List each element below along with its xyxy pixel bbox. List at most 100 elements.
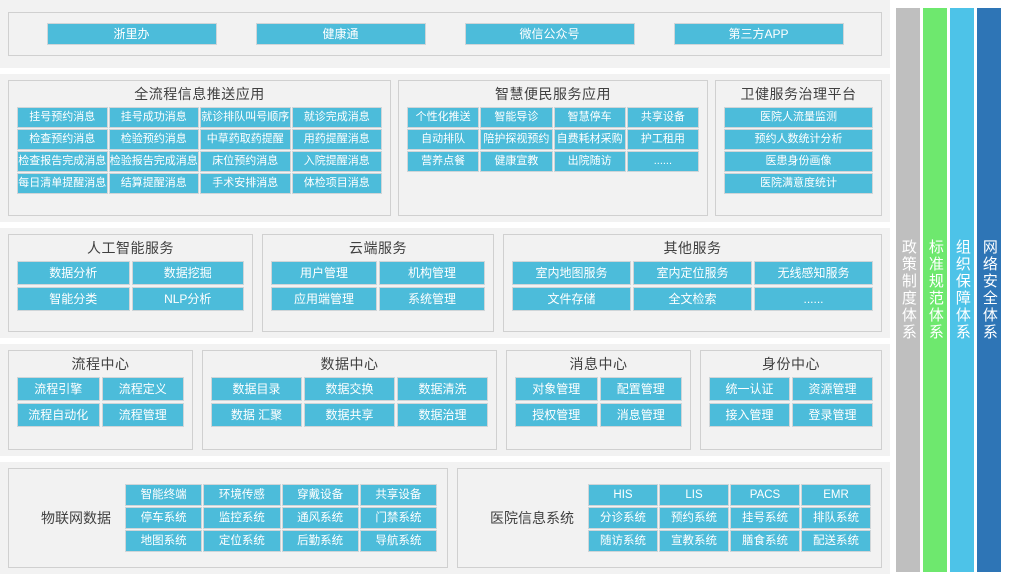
channel-chip[interactable]: 健康通 <box>255 23 426 45</box>
app-chip[interactable]: 体检项目消息 <box>291 173 382 195</box>
his-chip[interactable]: 排队系统 <box>801 507 871 529</box>
center-chip[interactable]: 对象管理 <box>515 377 598 402</box>
center-chip[interactable]: 流程引擎 <box>17 377 100 402</box>
app-chip[interactable]: 手术安排消息 <box>200 173 291 195</box>
iot-chip[interactable]: 导航系统 <box>359 530 437 552</box>
center-chip[interactable]: 数据清洗 <box>397 377 488 402</box>
iot-chip[interactable]: 环境传感 <box>203 484 281 506</box>
iot-chip[interactable]: 智能终端 <box>125 484 203 506</box>
his-chip[interactable]: EMR <box>801 484 871 506</box>
app-chip[interactable]: 共享设备 <box>626 107 699 129</box>
service-chip[interactable]: 室内地图服务 <box>512 261 631 286</box>
service-chip[interactable]: 智能分类 <box>17 287 130 312</box>
app-chip[interactable]: 每日清单提醒消息 <box>17 173 108 195</box>
his-chip[interactable]: 预约系统 <box>659 507 729 529</box>
his-chip[interactable]: 宣教系统 <box>659 530 729 552</box>
bar-network-security-system: 网络安全体系 <box>977 8 1001 572</box>
service-chip[interactable]: 数据挖掘 <box>131 261 244 286</box>
app-chip[interactable]: ...... <box>626 151 699 173</box>
iot-chip[interactable]: 定位系统 <box>203 530 281 552</box>
center-chip[interactable]: 接入管理 <box>709 403 790 428</box>
channel-chip[interactable]: 微信公众号 <box>464 23 635 45</box>
iot-chip[interactable]: 停车系统 <box>125 507 203 529</box>
his-chip[interactable]: 挂号系统 <box>730 507 800 529</box>
iot-chip[interactable]: 门禁系统 <box>359 507 437 529</box>
service-chip[interactable]: 应用端管理 <box>271 287 377 312</box>
iot-chip[interactable]: 后勤系统 <box>281 530 359 552</box>
service-chip[interactable]: ...... <box>754 287 873 312</box>
service-chip[interactable]: 全文检索 <box>633 287 752 312</box>
center-chip[interactable]: 流程自动化 <box>17 403 100 428</box>
app-chip[interactable]: 出院随访 <box>553 151 626 173</box>
service-chip[interactable]: 系统管理 <box>379 287 485 312</box>
app-chip[interactable]: 自动排队 <box>407 129 480 151</box>
his-chip[interactable]: 膳食系统 <box>730 530 800 552</box>
app-chip[interactable]: 挂号预约消息 <box>17 107 108 129</box>
app-chip[interactable]: 陪护探视预约 <box>480 129 553 151</box>
his-chip[interactable]: LIS <box>659 484 729 506</box>
panel-title: 卫健服务治理平台 <box>740 86 857 102</box>
his-chip[interactable]: 配送系统 <box>801 530 871 552</box>
app-chip[interactable]: 智慧停车 <box>553 107 626 129</box>
service-chip[interactable]: NLP分析 <box>131 287 244 312</box>
iot-chip[interactable]: 共享设备 <box>359 484 437 506</box>
service-chip[interactable]: 无线感知服务 <box>754 261 873 286</box>
app-chip[interactable]: 床位预约消息 <box>200 151 291 173</box>
app-chip[interactable]: 就诊排队叫号顺序 <box>200 107 291 129</box>
governance-chip[interactable]: 预约人数统计分析 <box>724 129 873 151</box>
his-chip[interactable]: HIS <box>588 484 658 506</box>
app-chip[interactable]: 中草药取药提醒 <box>200 129 291 151</box>
bar-policy-system: 政策制度体系 <box>896 8 920 572</box>
governance-chip[interactable]: 医患身份画像 <box>724 151 873 173</box>
center-chip[interactable]: 配置管理 <box>599 377 682 402</box>
app-chip[interactable]: 护工租用 <box>626 129 699 151</box>
his-chip[interactable]: PACS <box>730 484 800 506</box>
center-chip[interactable]: 授权管理 <box>515 403 598 428</box>
center-chip[interactable]: 数据目录 <box>211 377 302 402</box>
service-chip[interactable]: 文件存储 <box>512 287 631 312</box>
iot-chip[interactable]: 地图系统 <box>125 530 203 552</box>
governance-chip[interactable]: 医院人流量监测 <box>724 107 873 129</box>
app-chip[interactable]: 个性化推送 <box>407 107 480 129</box>
channel-chip[interactable]: 第三方APP <box>673 23 844 45</box>
app-chip[interactable]: 用药提醒消息 <box>291 129 382 151</box>
app-chip[interactable]: 结算提醒消息 <box>108 173 199 195</box>
service-chip[interactable]: 数据分析 <box>17 261 130 286</box>
service-chip[interactable]: 机构管理 <box>379 261 485 286</box>
center-chip[interactable]: 资源管理 <box>792 377 873 402</box>
app-chip[interactable]: 检验预约消息 <box>108 129 199 151</box>
panel-smart-convenience-service: 智慧便民服务应用 个性化推送 智能导诊 智慧停车 共享设备 自动排队 陪护探视预… <box>398 80 708 216</box>
app-chip[interactable]: 就诊完成消息 <box>291 107 382 129</box>
app-chip[interactable]: 自费耗材采购 <box>553 129 626 151</box>
center-chip[interactable]: 数据 汇聚 <box>211 403 302 428</box>
service-chip[interactable]: 用户管理 <box>271 261 377 286</box>
center-chip[interactable]: 消息管理 <box>599 403 682 428</box>
app-chip[interactable]: 检验报告完成消息 <box>108 151 199 173</box>
access-channel-panel: 浙里办 健康通 微信公众号 第三方APP <box>8 12 882 56</box>
bar-label: 组织保障体系 <box>953 239 971 341</box>
app-chip[interactable]: 入院提醒消息 <box>291 151 382 173</box>
center-chip[interactable]: 数据治理 <box>397 403 488 428</box>
panel-other-service: 其他服务 室内地图服务 室内定位服务 无线感知服务 文件存储 全文检索 ....… <box>503 234 882 332</box>
his-chip[interactable]: 分诊系统 <box>588 507 658 529</box>
center-chip[interactable]: 数据共享 <box>304 403 395 428</box>
iot-chip[interactable]: 监控系统 <box>203 507 281 529</box>
app-chip[interactable]: 健康宣教 <box>480 151 553 173</box>
app-chip[interactable]: 智能导诊 <box>480 107 553 129</box>
center-chip[interactable]: 数据交换 <box>304 377 395 402</box>
iot-chip[interactable]: 通风系统 <box>281 507 359 529</box>
center-chip[interactable]: 统一认证 <box>709 377 790 402</box>
app-chip[interactable]: 检查预约消息 <box>17 129 108 151</box>
app-chip[interactable]: 检查报告完成消息 <box>17 151 108 173</box>
governance-chip[interactable]: 医院满意度统计 <box>724 173 873 195</box>
center-chip[interactable]: 流程定义 <box>101 377 184 402</box>
his-chip[interactable]: 随访系统 <box>588 530 658 552</box>
center-chip[interactable]: 流程管理 <box>101 403 184 428</box>
center-chip[interactable]: 登录管理 <box>792 403 873 428</box>
channel-chip[interactable]: 浙里办 <box>46 23 217 45</box>
iot-chip[interactable]: 穿戴设备 <box>281 484 359 506</box>
app-chip[interactable]: 营养点餐 <box>407 151 480 173</box>
app-chip[interactable]: 挂号成功消息 <box>108 107 199 129</box>
service-chip[interactable]: 室内定位服务 <box>633 261 752 286</box>
